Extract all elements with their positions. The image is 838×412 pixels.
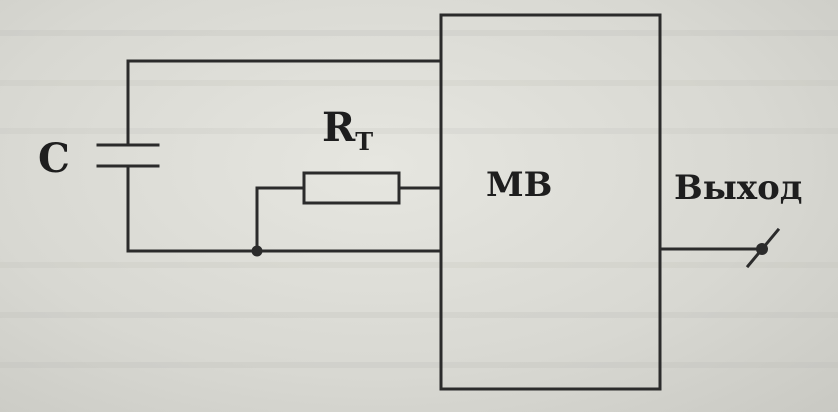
output-terminal-slash [745, 227, 781, 269]
resistor-branch-left [255, 186, 306, 253]
resistor-body [302, 171, 401, 205]
background-bleed-through [0, 30, 838, 368]
output-label: Выход [674, 168, 802, 208]
resistor-label-subscript: T [355, 127, 373, 156]
capacitor-label: C [38, 135, 70, 182]
block-label: MB [486, 165, 552, 205]
top-wire [126, 59, 443, 138]
mb-block [439, 13, 662, 391]
resistor-label: RT [322, 104, 373, 156]
bottom-wire [126, 164, 443, 253]
resistor-label-main: R [322, 104, 356, 151]
